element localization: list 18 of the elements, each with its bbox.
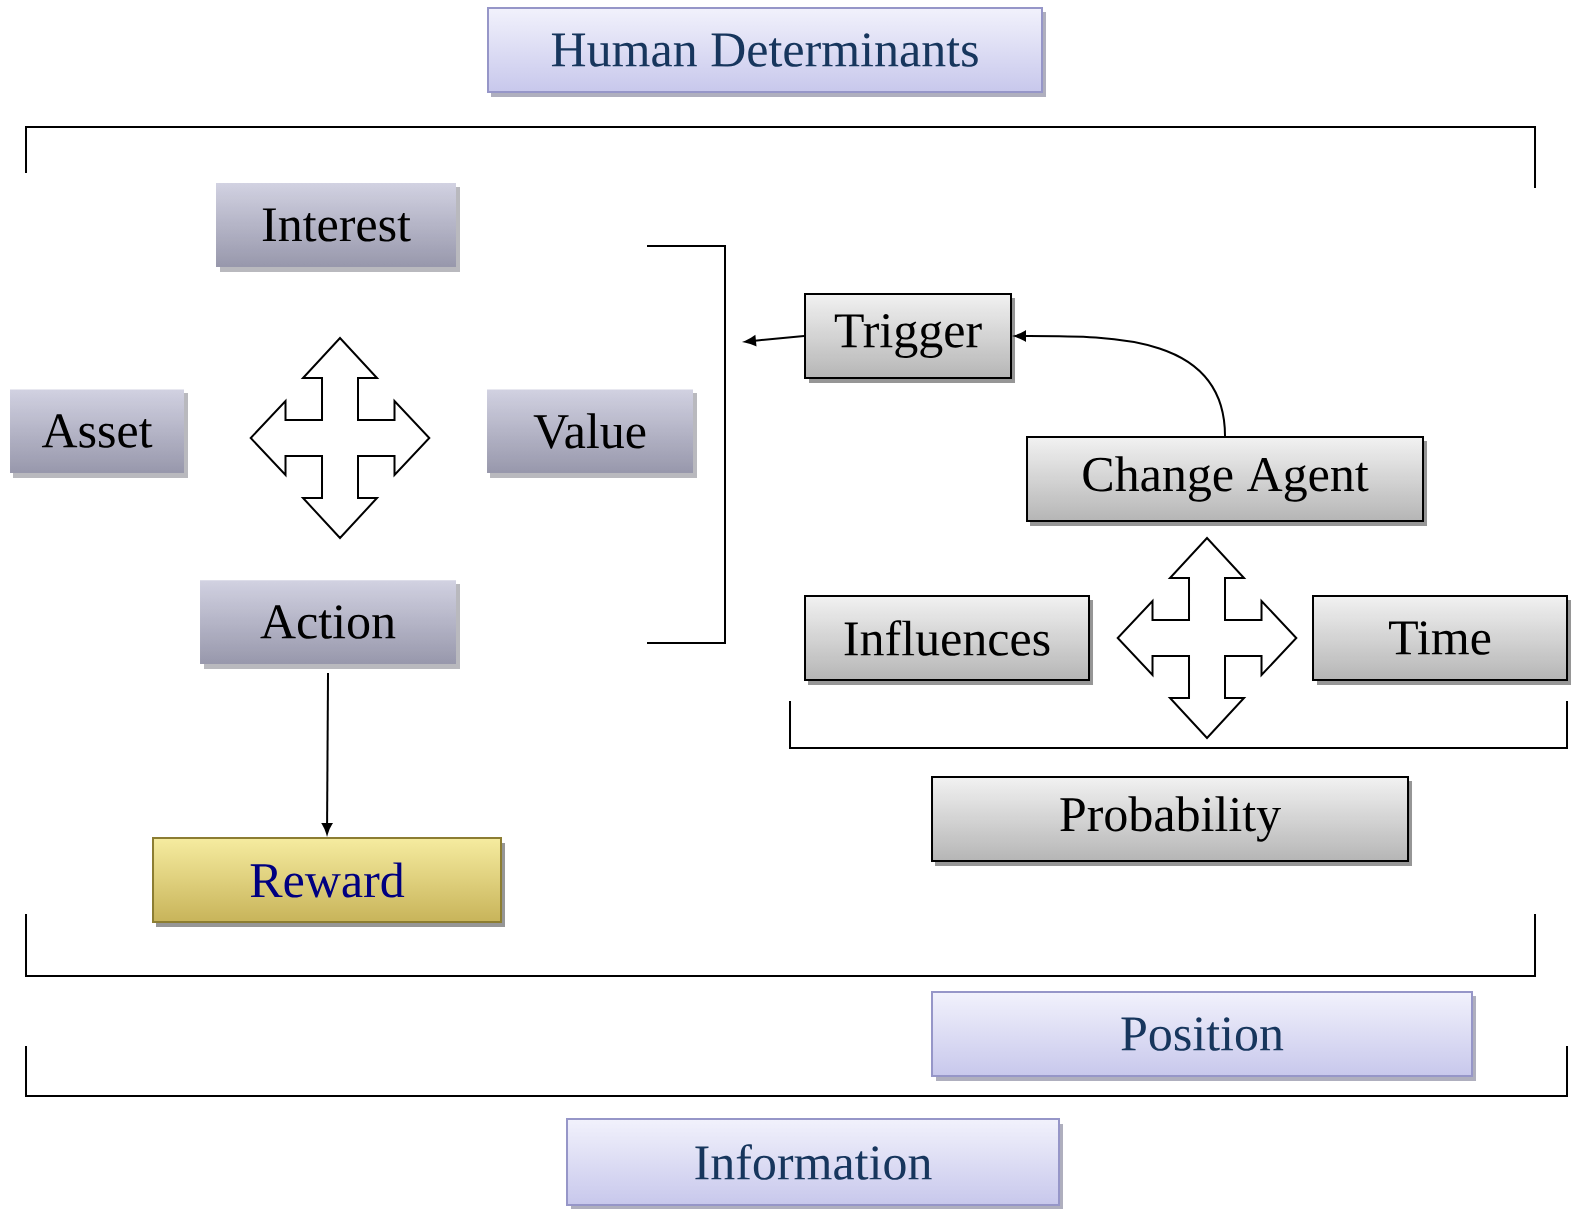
label-box: Influences (804, 595, 1093, 685)
label-box: Information (566, 1118, 1063, 1209)
arrow (321, 672, 333, 835)
label-box: Human Determinants (487, 7, 1046, 97)
label-box: Trigger (804, 293, 1015, 383)
label-box: Probability (931, 776, 1412, 866)
label-box: Action (200, 580, 460, 669)
arrow (1014, 330, 1226, 437)
label-box: Value (487, 389, 697, 478)
label-box: Interest (216, 183, 460, 272)
label-box: Change Agent (1026, 436, 1427, 526)
label-box: Asset (10, 389, 188, 478)
label-box: Time (1312, 595, 1571, 685)
label-box: Reward (152, 837, 505, 927)
four-way-arrow (1116, 536, 1298, 740)
label-box: Position (931, 991, 1476, 1081)
arrow (744, 335, 805, 346)
four-way-arrow (249, 336, 431, 540)
